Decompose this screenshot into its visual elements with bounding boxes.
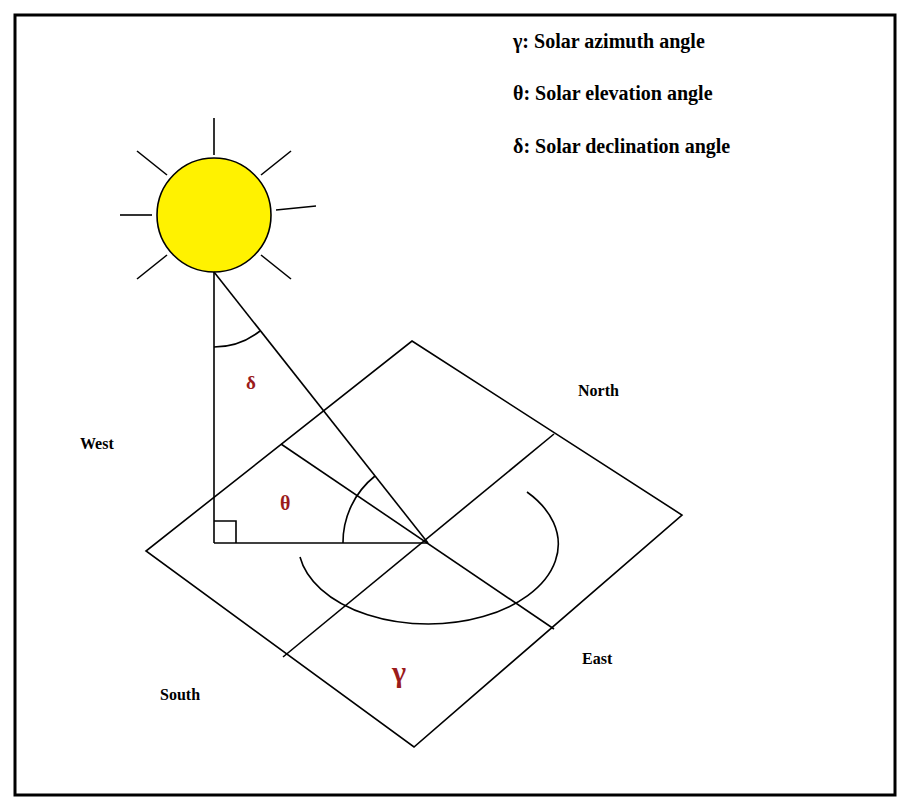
sun-ray	[261, 255, 291, 279]
compass-label: North	[578, 382, 619, 400]
sun-ray-line	[214, 272, 428, 543]
frame-border	[15, 15, 895, 795]
legend-heading: θ: Solar elevation angle	[513, 82, 713, 105]
angle-symbol: δ	[246, 372, 256, 394]
angle-symbol: θ	[280, 492, 290, 515]
sun-ray	[261, 151, 291, 175]
sun-rays	[120, 118, 316, 279]
declination-arc	[214, 331, 260, 347]
legend-heading: δ: Solar declination angle	[513, 135, 730, 158]
sun-ray	[120, 214, 152, 216]
compass-label: West	[80, 435, 114, 453]
horizontal-line	[214, 542, 428, 544]
angle-symbol: γ	[392, 655, 406, 690]
legend-heading: γ: Solar azimuth angle	[513, 30, 705, 53]
grid-line	[281, 444, 554, 629]
sun-ray	[213, 118, 215, 155]
sun-ray	[276, 206, 316, 210]
azimuth-arc	[300, 492, 558, 624]
ground-plane	[146, 341, 682, 747]
angle-lines	[214, 272, 558, 624]
ground-outline	[146, 341, 682, 747]
compass-label: South	[160, 686, 200, 704]
elevation-arc	[343, 476, 375, 543]
vertical-line	[213, 272, 215, 543]
sun	[157, 158, 271, 272]
compass-label: East	[582, 650, 612, 668]
right-angle-mark	[214, 521, 236, 543]
sun-ray	[137, 255, 167, 279]
sun-ray	[137, 151, 167, 175]
